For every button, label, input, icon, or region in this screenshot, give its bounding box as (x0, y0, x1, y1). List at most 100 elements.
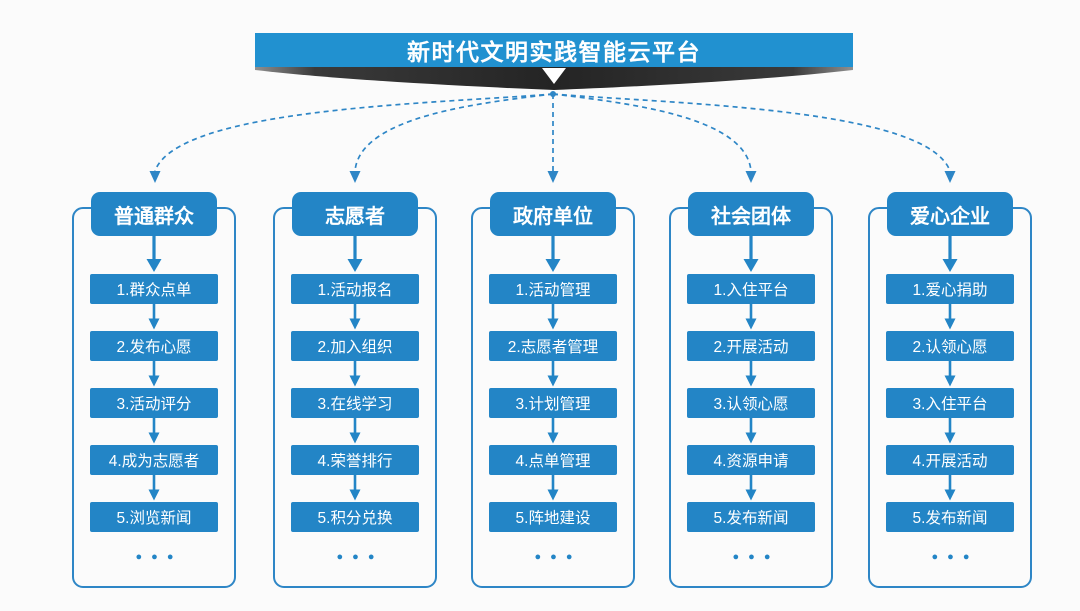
column-caring-enterprises: 爱心企业 1.爱心捐助 2.认领心愿 3.入住平台 4.开展活动 5.发布新闻 … (868, 192, 1032, 588)
fan-origin-dot (550, 91, 556, 97)
step-box: 1.爱心捐助 (886, 274, 1014, 304)
down-arrow-icon (944, 361, 956, 387)
step-label: 5.积分兑换 (317, 510, 393, 527)
step-box: 5.积分兑换 (291, 502, 419, 532)
down-arrow-icon (148, 304, 160, 330)
down-arrow-icon (547, 475, 559, 501)
down-arrow-icon (944, 475, 956, 501)
step-box: 5.发布新闻 (687, 502, 815, 532)
connector-to-column-1 (154, 93, 554, 172)
step-label: 3.入住平台 (912, 396, 988, 413)
column-header: 爱心企业 (887, 192, 1013, 236)
step-box: 5.浏览新闻 (90, 502, 218, 532)
more-dots: ● ● ● (135, 551, 177, 563)
column-header: 社会团体 (688, 192, 814, 236)
step-box: 4.资源申请 (687, 445, 815, 475)
step-box: 3.认领心愿 (687, 388, 815, 418)
arrowhead-column-5 (944, 171, 956, 183)
column-header: 普通群众 (91, 192, 217, 236)
step-label: 5.阵地建设 (515, 510, 591, 527)
ribbon-down-triangle-icon (542, 68, 566, 84)
step-label: 2.志愿者管理 (507, 339, 599, 356)
column-header-label: 爱心企业 (910, 205, 990, 228)
column-header-label: 普通群众 (114, 205, 194, 228)
down-arrow-icon (944, 418, 956, 444)
down-arrow-icon (745, 304, 757, 330)
column-government-units: 政府单位 1.活动管理 2.志愿者管理 3.计划管理 4.点单管理 5.阵地建设… (471, 192, 635, 588)
down-arrow-icon (944, 304, 956, 330)
column-general-public: 普通群众 1.群众点单 2.发布心愿 3.活动评分 4.成为志愿者 5.浏览新闻… (72, 192, 236, 588)
step-label: 1.活动管理 (515, 282, 591, 299)
column-header-label: 政府单位 (513, 205, 593, 228)
step-box: 2.志愿者管理 (489, 331, 617, 361)
step-label: 1.群众点单 (116, 282, 192, 299)
step-box: 4.开展活动 (886, 445, 1014, 475)
connector-to-column-2 (354, 93, 554, 172)
step-box: 4.点单管理 (489, 445, 617, 475)
arrowhead-column-4 (745, 171, 757, 183)
step-label: 3.计划管理 (515, 396, 591, 413)
step-box: 1.群众点单 (90, 274, 218, 304)
arrowhead-column-1 (149, 171, 161, 183)
column-social-organizations: 社会团体 1.入住平台 2.开展活动 3.认领心愿 4.资源申请 5.发布新闻 … (669, 192, 833, 588)
step-box: 1.活动报名 (291, 274, 419, 304)
column-volunteers: 志愿者 1.活动报名 2.加入组织 3.在线学习 4.荣誉排行 5.积分兑换 ●… (273, 192, 437, 588)
step-label: 4.资源申请 (713, 453, 789, 470)
step-box: 2.加入组织 (291, 331, 419, 361)
more-dots: ● ● ● (534, 551, 576, 563)
platform-title-banner: 新时代文明实践智能云平台 (255, 33, 853, 67)
fan-connectors (149, 91, 956, 183)
step-label: 4.开展活动 (912, 453, 988, 470)
arrowhead-column-2 (349, 171, 361, 183)
step-box: 4.荣誉排行 (291, 445, 419, 475)
more-dots: ● ● ● (336, 551, 378, 563)
step-label: 1.入住平台 (713, 282, 789, 299)
down-arrow-icon (349, 418, 361, 444)
step-box: 1.入住平台 (687, 274, 815, 304)
step-box: 5.发布新闻 (886, 502, 1014, 532)
step-label: 4.荣誉排行 (317, 453, 393, 470)
down-arrow-icon (349, 361, 361, 387)
column-header: 政府单位 (490, 192, 616, 236)
down-arrow-icon (148, 475, 160, 501)
step-box: 2.开展活动 (687, 331, 815, 361)
down-arrow-icon (148, 418, 160, 444)
step-label: 4.成为志愿者 (108, 453, 200, 470)
down-arrow-icon (745, 475, 757, 501)
step-box: 3.入住平台 (886, 388, 1014, 418)
platform-title: 新时代文明实践智能云平台 (407, 39, 701, 65)
down-arrow-icon (745, 418, 757, 444)
step-box: 1.活动管理 (489, 274, 617, 304)
down-arrow-icon (743, 236, 759, 272)
down-arrow-icon (745, 361, 757, 387)
step-label: 1.活动报名 (317, 282, 393, 299)
step-box: 5.阵地建设 (489, 502, 617, 532)
step-label: 2.加入组织 (317, 339, 393, 356)
step-label: 3.在线学习 (317, 396, 393, 413)
arrowhead-column-3 (547, 171, 559, 183)
step-box: 3.活动评分 (90, 388, 218, 418)
step-label: 5.浏览新闻 (116, 510, 192, 527)
step-box: 2.发布心愿 (90, 331, 218, 361)
down-arrow-icon (349, 304, 361, 330)
step-box: 3.在线学习 (291, 388, 419, 418)
column-header-label: 志愿者 (325, 205, 385, 228)
step-label: 4.点单管理 (515, 453, 591, 470)
column-header: 志愿者 (292, 192, 418, 236)
banner-ribbon-shape (255, 66, 853, 90)
step-label: 2.开展活动 (713, 339, 789, 356)
down-arrow-icon (148, 361, 160, 387)
column-header-label: 社会团体 (711, 205, 791, 228)
step-box: 4.成为志愿者 (90, 445, 218, 475)
step-label: 5.发布新闻 (713, 510, 789, 527)
more-dots: ● ● ● (931, 551, 973, 563)
down-arrow-icon (545, 236, 561, 272)
step-label: 5.发布新闻 (912, 510, 988, 527)
step-label: 3.活动评分 (116, 396, 192, 413)
step-label: 2.认领心愿 (912, 339, 988, 356)
connector-to-column-5 (552, 93, 951, 172)
step-box: 2.认领心愿 (886, 331, 1014, 361)
down-arrow-icon (547, 418, 559, 444)
down-arrow-icon (547, 304, 559, 330)
